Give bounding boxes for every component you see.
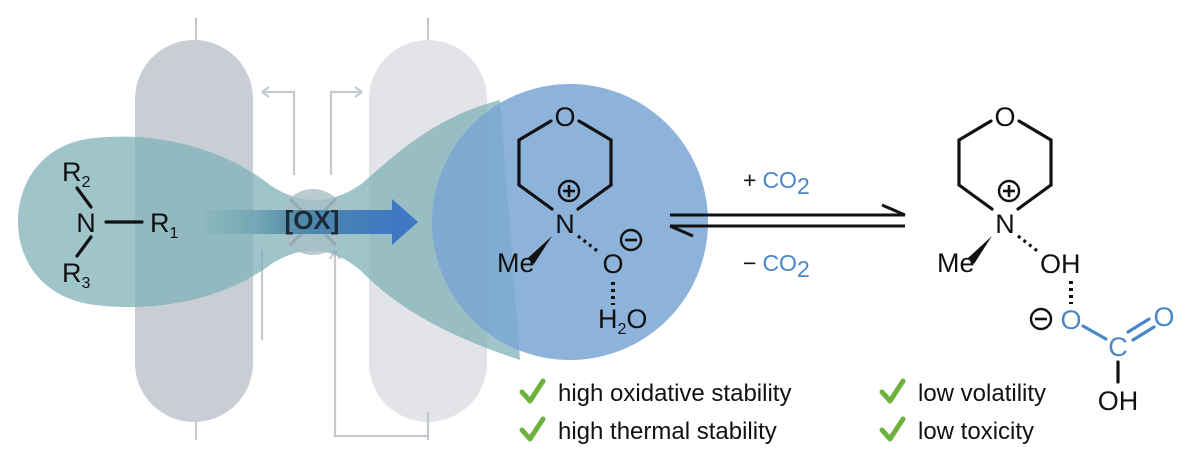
reverse-arrow-half-head [669, 224, 694, 238]
bicarbonate-oxygen-1: O [1060, 305, 1081, 335]
methyl-wedge-bond [528, 236, 552, 264]
co2-equilibrium: +CO2 −CO2 [669, 167, 906, 282]
feed-pipe-upper [329, 90, 362, 175]
ammonium-nitrogen: N [555, 209, 575, 239]
oxidation-arrow: [OX] [205, 199, 418, 245]
adduct-minus-charge-icon [1029, 307, 1053, 331]
return-pipe-upper [262, 90, 296, 175]
adduct-ring-bond-1 [957, 119, 993, 142]
adduct-ring-bond-6 [1016, 183, 1053, 211]
forward-co2-label: +CO2 [743, 167, 810, 199]
bicarbonate-oxygen-2: O [1153, 302, 1174, 332]
ring-bond-6 [576, 183, 613, 211]
nmmo-solution-circle [432, 84, 708, 360]
feature-item: high thermal stability [519, 416, 777, 445]
adduct-nitrogen: N [995, 209, 1015, 239]
tertiary-amine: N R2 R3 R1 [62, 157, 179, 292]
bond-n-r3 [75, 235, 93, 258]
checkmark-icon [879, 378, 906, 404]
ring-oxygen: O [554, 102, 575, 132]
bicarbonate-hydroxyl: OH [1098, 386, 1139, 416]
checkmark-icon [519, 378, 546, 404]
adduct-hydroxyl: OH [1040, 249, 1081, 279]
ring-bond-1 [517, 119, 553, 142]
checkmark-icon [519, 416, 546, 442]
plus-charge-icon [557, 179, 581, 203]
oxide-oxygen: O [602, 249, 623, 279]
nmmo-hydrate: O N Me O H2O [497, 102, 647, 338]
feature-label: high thermal stability [558, 418, 777, 445]
ring-bond-2 [577, 119, 613, 142]
amine-nitrogen: N [76, 208, 96, 238]
oxidation-arrow-head [392, 199, 418, 245]
adduct-methyl-label: Me [937, 248, 975, 278]
substituent-r1: R1 [150, 208, 179, 242]
bicarbonate-carbon: C [1108, 332, 1128, 362]
substituent-r2: R2 [62, 157, 91, 191]
adduct-methyl-wedge-bond [968, 236, 992, 264]
adduct-plus-charge-icon [997, 179, 1021, 203]
bond-n-r2 [75, 186, 93, 209]
methyl-label: Me [497, 248, 535, 278]
pipe-lower-right [333, 250, 430, 438]
feature-list: high oxidative stability high thermal st… [519, 378, 1046, 445]
oxidation-label: [OX] [285, 205, 340, 235]
forward-arrow-half-head [881, 203, 906, 217]
minus-charge-icon [619, 228, 643, 252]
feature-item: low volatility [879, 378, 1046, 407]
return-pipe-arrow [261, 86, 270, 98]
bicarbonate-bond-o1-c [1081, 324, 1108, 341]
reverse-co2-label: −CO2 [743, 250, 810, 282]
feature-label: low toxicity [918, 418, 1034, 445]
adduct-n-o-dashed-bond [1017, 234, 1041, 255]
feature-label: low volatility [918, 380, 1046, 407]
adduct-ring-bond-2 [1017, 119, 1053, 142]
bicarbonate-double-bond-a [1126, 317, 1151, 334]
substituent-r3: R3 [62, 258, 91, 292]
ring-bond-5 [517, 183, 554, 211]
nmmo-bicarbonate-adduct: O N Me OH O C O OH [937, 102, 1175, 416]
feed-pipe-arrow [354, 86, 363, 98]
oxidation-arrow-shaft [205, 210, 393, 234]
checkmark-icon [879, 416, 906, 442]
feature-label: high oxidative stability [558, 380, 791, 407]
feature-item: high oxidative stability [519, 378, 791, 407]
n-o-dashed-bond [577, 234, 601, 255]
bicarbonate-double-bond-b [1131, 325, 1156, 342]
feature-item: low toxicity [879, 416, 1034, 445]
water-label: H2O [598, 304, 647, 338]
adduct-ring-oxygen: O [994, 102, 1015, 132]
adduct-ring-bond-5 [957, 183, 994, 211]
